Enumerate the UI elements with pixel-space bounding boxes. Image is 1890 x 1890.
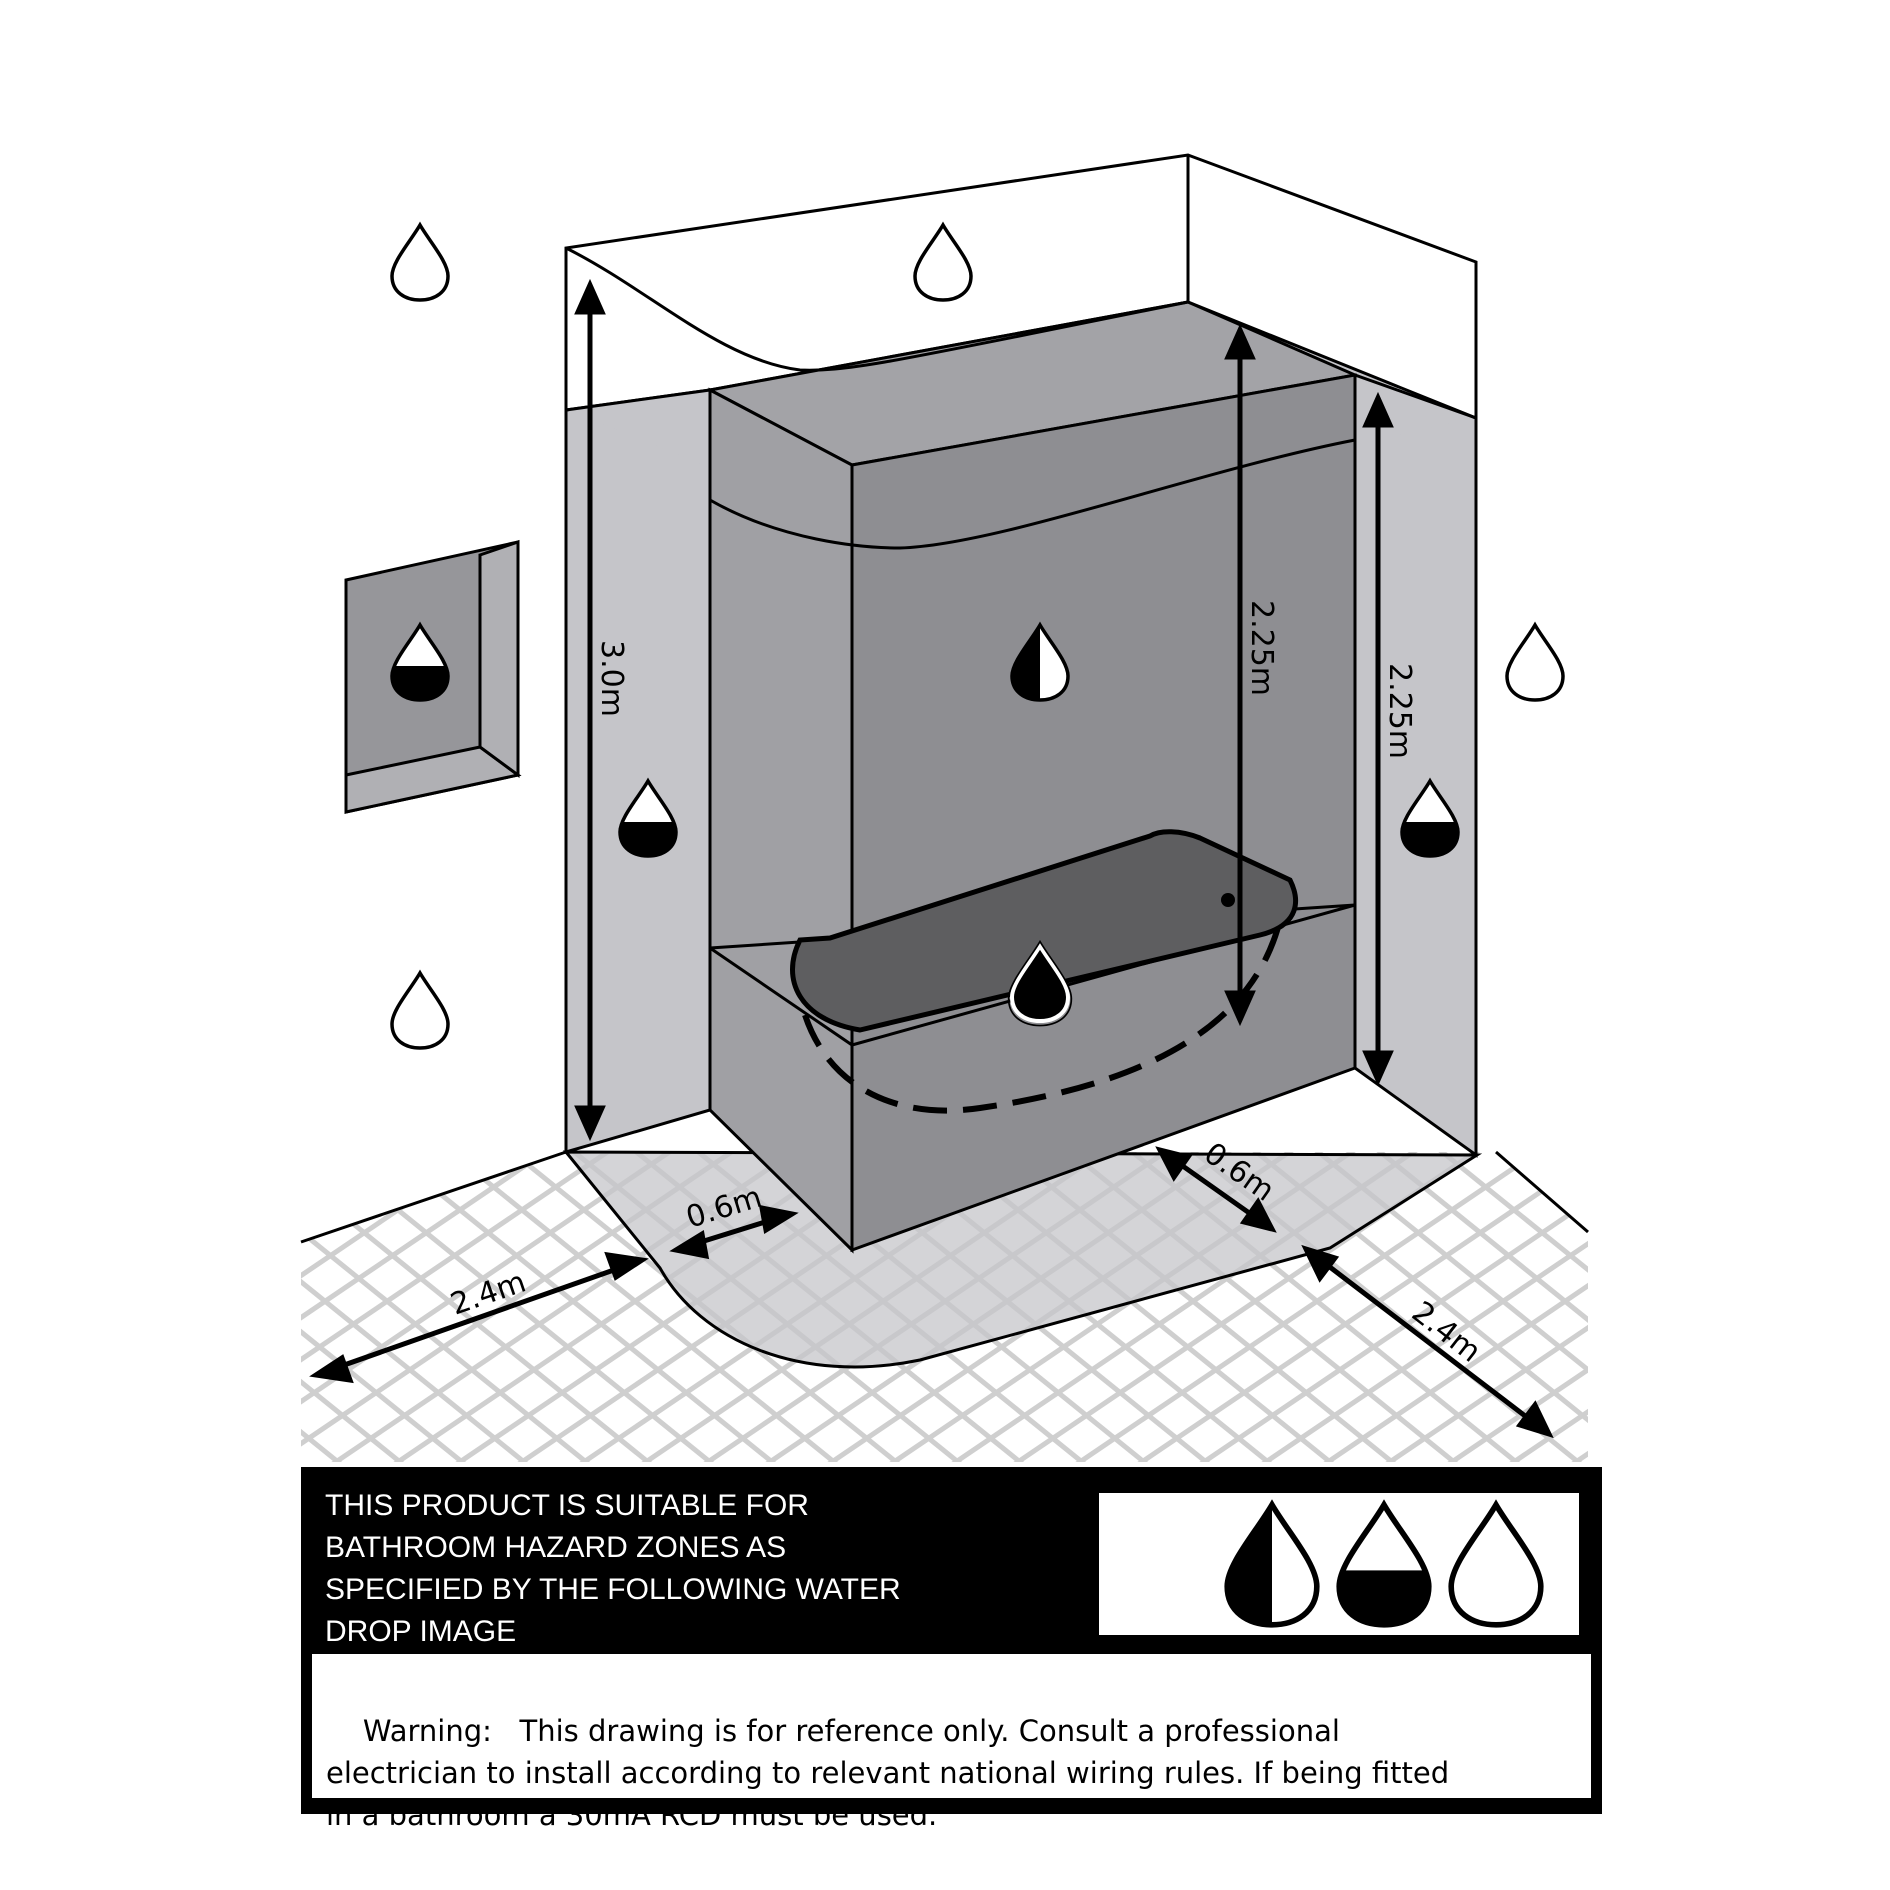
- bath-ledge-left: [709, 946, 853, 1047]
- arrow-width-left-24: [329, 1262, 629, 1373]
- warning-box: Warning: This drawing is for reference o…: [312, 1654, 1591, 1832]
- zone2-right-wall: [1353, 372, 1478, 1158]
- floor-edge-left: [300, 1150, 567, 1244]
- arrow-width-right-24: [1316, 1256, 1539, 1427]
- drop-legend-box: [1099, 1493, 1579, 1635]
- suitability-line-1: THIS PRODUCT IS SUITABLE FOR: [325, 1489, 809, 1522]
- label-height-3m: 3.0m: [594, 640, 629, 717]
- suitability-line-3: SPECIFIED BY THE FOLLOWING WATER: [325, 1573, 901, 1606]
- drop-outline-icon: [1451, 1505, 1541, 1625]
- drop-half-horizontal-icon: [1400, 779, 1460, 858]
- drop-half-horizontal-icon: [1320, 1505, 1448, 1635]
- drop-outline-icon: [390, 223, 450, 302]
- floor-edge-right: [1495, 1150, 1589, 1234]
- drop-outline-icon: [1505, 623, 1565, 702]
- bath-plughole: [1221, 893, 1235, 907]
- drop-outline-icon: [390, 971, 450, 1050]
- zone1-top-curve: [709, 438, 1356, 550]
- zone1-left-face: [708, 387, 854, 1254]
- suitability-line-4: DROP IMAGE: [325, 1615, 517, 1648]
- label-height-225-outer: 2.25m: [1382, 663, 1417, 759]
- drop-half-horizontal-icon: [618, 779, 678, 858]
- bath-tub: [790, 829, 1298, 1033]
- drop-outline-icon: [913, 223, 973, 302]
- suitability-text: THIS PRODUCT IS SUITABLE FOR BATHROOM HA…: [325, 1485, 1085, 1653]
- bath-tub-underside: [802, 919, 1283, 1114]
- warning-text: Warning: This drawing is for reference o…: [326, 1714, 1450, 1832]
- suitability-line-2: BATHROOM HAZARD ZONES AS: [325, 1531, 787, 1564]
- info-panel: THIS PRODUCT IS SUITABLE FOR BATHROOM HA…: [301, 1467, 1602, 1832]
- zone2-floor-footprint: [562, 1150, 1483, 1369]
- label-height-225-inner: 2.25m: [1244, 600, 1279, 696]
- dimension-arrows: [309, 278, 1554, 1439]
- zone2-wireframe: [564, 153, 1478, 1155]
- arrow-width-right-06: [1168, 1154, 1264, 1225]
- drop-half-horizontal-icon: [390, 623, 450, 702]
- zone-drop-icons: [390, 223, 1565, 1050]
- drop-half-vertical-icon: [1208, 1500, 1317, 1635]
